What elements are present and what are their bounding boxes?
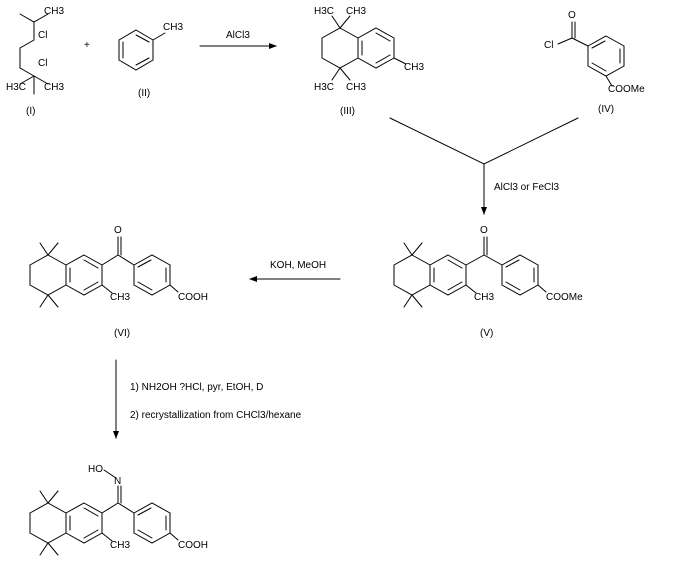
- compound-i-label: (I): [26, 106, 35, 117]
- compound-vi-acid: COOH: [178, 292, 208, 303]
- compound-iii-methyl-br: CH3: [346, 82, 366, 93]
- compound-ii-methyl: CH3: [163, 22, 183, 33]
- compound-vi-methyl-ring: CH3: [110, 292, 130, 303]
- compound-iii-methyl-bl: H3C: [314, 82, 334, 93]
- product-hydroxyl: HO: [88, 464, 103, 475]
- compound-iii-label: (III): [340, 106, 355, 117]
- product-methyl-ring: CH3: [110, 540, 130, 551]
- plus-sign: +: [84, 40, 90, 51]
- compound-vi-label: (VI): [114, 328, 130, 339]
- compound-iv-label: (IV): [598, 104, 614, 115]
- compound-i-methyl-tr: CH3: [44, 6, 64, 17]
- compound-vi: O CH3 COOH (VI): [29, 225, 208, 339]
- reagent-alcl3: AlCl3: [226, 30, 250, 41]
- compound-iv-chlorine: Cl: [544, 40, 553, 51]
- compound-iii: H3C CH3 CH3 H3C CH3 (III): [314, 6, 424, 117]
- compound-iv-oxygen: O: [568, 10, 576, 21]
- compound-i-chlorine-2: Cl: [38, 58, 47, 69]
- compound-i-methyl-bl: H3C: [6, 82, 26, 93]
- compound-vi-oxygen: O: [114, 225, 122, 236]
- compound-v-label: (V): [480, 328, 493, 339]
- compound-v: O CH3 COOMe (V): [393, 225, 583, 339]
- compound-i-chlorine-1: Cl: [38, 30, 47, 41]
- compound-ii-label: (II): [138, 88, 150, 99]
- compound-i: CH3 Cl Cl H3C CH3 (I): [6, 6, 64, 117]
- reagent-step-2: 2) recrystallization from CHCl3/hexane: [130, 410, 302, 421]
- reagent-alcl3-fecl3: AlCl3 or FeCl3: [494, 182, 559, 193]
- compound-product: HO N CH3 COOH: [29, 464, 208, 556]
- reagent-koh-meoh: KOH, MeOH: [270, 260, 326, 271]
- compound-iv: O Cl COOMe (IV): [544, 10, 645, 115]
- compound-iii-methyl-tl: H3C: [314, 6, 334, 17]
- product-nitrogen: N: [114, 476, 121, 487]
- compound-v-oxygen: O: [480, 225, 488, 236]
- product-acid: COOH: [178, 540, 208, 551]
- converging-lines: [389, 117, 579, 165]
- compound-iii-methyl-tr: CH3: [346, 6, 366, 17]
- compound-ii: CH3 (II): [118, 22, 183, 99]
- compound-iv-ester: COOMe: [608, 84, 645, 95]
- compound-v-methyl-ring: CH3: [474, 292, 494, 303]
- compound-v-ester: COOMe: [546, 292, 583, 303]
- reagent-step-1: 1) NH2OH ?HCl, pyr, EtOH, D: [130, 382, 263, 393]
- compound-i-methyl-br: CH3: [44, 82, 64, 93]
- compound-iii-methyl-ring: CH3: [404, 62, 424, 73]
